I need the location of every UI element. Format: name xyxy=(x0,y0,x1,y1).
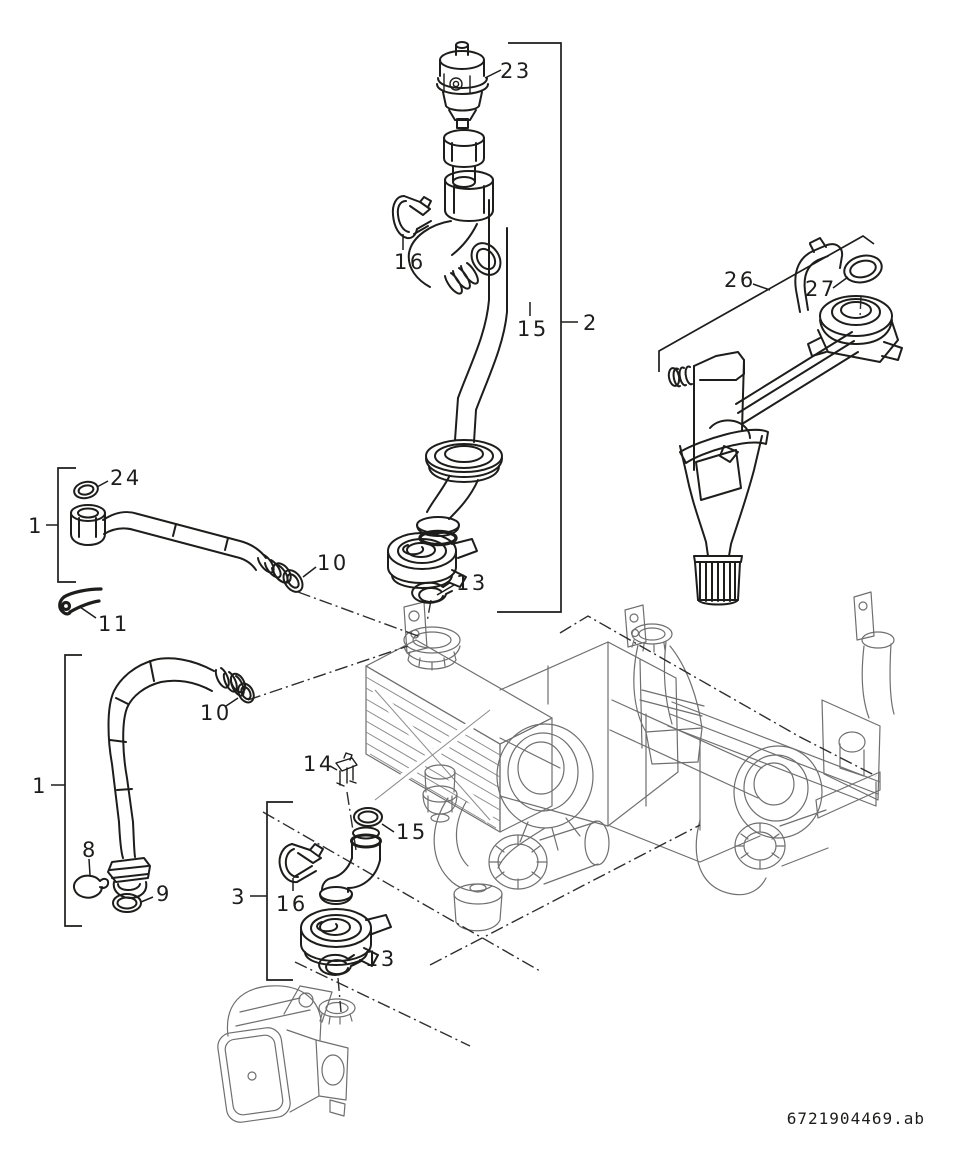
part-9-gasket xyxy=(112,893,142,913)
callout-8: 8 xyxy=(82,838,98,862)
callout-16-lower: 16 xyxy=(276,892,308,916)
callout-10-upper: 10 xyxy=(317,551,349,575)
callout-24: 24 xyxy=(110,466,142,490)
callout-1-upper: 1 xyxy=(28,514,44,538)
part-1-pipe-upper xyxy=(70,504,292,584)
callout-27: 27 xyxy=(805,277,837,301)
background-hydraulic-assembly-left xyxy=(365,601,763,932)
bracket-group-1-upper xyxy=(46,467,76,583)
callout-14: 14 xyxy=(303,752,335,776)
part-24-o-ring xyxy=(73,480,99,500)
callout-9: 9 xyxy=(156,882,172,906)
callout-1-lower: 1 xyxy=(32,774,48,798)
bracket-group-1-lower xyxy=(51,654,82,927)
callout-16-upper: 16 xyxy=(394,250,426,274)
callout-23: 23 xyxy=(500,59,532,83)
callout-leader-lines xyxy=(79,69,849,967)
part-8-circlip xyxy=(73,874,110,899)
assembly-axis-lines xyxy=(247,295,877,1047)
part-11-spring-clip xyxy=(58,587,103,616)
callout-15-upper: 15 xyxy=(517,317,549,341)
drawing-number: 6721904469.ab xyxy=(787,1109,925,1128)
part-2-fitting-tailpiece xyxy=(443,129,485,188)
part-27-o-ring xyxy=(843,254,883,284)
part-2-pump-coupling xyxy=(387,532,478,589)
callout-labels: 23 16 15 2 13 10 24 1 11 1 8 9 10 14 15 … xyxy=(28,59,837,971)
part-26-manifold xyxy=(667,237,903,606)
callout-15-lower: 15 xyxy=(396,820,428,844)
part-10-o-ring-upper xyxy=(282,569,304,593)
bracket-group-2 xyxy=(497,42,578,613)
part-14-clip xyxy=(335,752,358,787)
callout-2: 2 xyxy=(583,311,599,335)
part-26-ribbed-nut xyxy=(693,555,743,606)
part-16-clip-lower xyxy=(278,843,324,884)
part-16-clip-upper xyxy=(391,195,432,240)
bracket-group-3 xyxy=(250,801,293,981)
callout-26: 26 xyxy=(724,268,756,292)
bracket-group-26 xyxy=(658,234,875,372)
part-23-air-vent-valve xyxy=(436,41,489,129)
part-3-pump-coupling xyxy=(300,908,392,967)
callout-10-lower: 10 xyxy=(200,701,232,725)
part-3-elbow xyxy=(319,826,382,905)
part-13-retaining-ring-upper xyxy=(411,581,453,604)
background-hydraulic-assembly-right xyxy=(624,591,895,896)
callout-3: 3 xyxy=(231,885,247,909)
callout-11: 11 xyxy=(98,612,130,636)
part-2-elbow-pipe xyxy=(407,170,508,547)
part-1-pipe-lower xyxy=(107,657,247,899)
part-10-o-ring-lower xyxy=(237,682,255,704)
callout-13-upper: 13 xyxy=(456,571,488,595)
callout-13-lower: 13 xyxy=(365,947,397,971)
background-pump xyxy=(217,985,356,1123)
part-15-o-ring-lower xyxy=(353,807,383,827)
